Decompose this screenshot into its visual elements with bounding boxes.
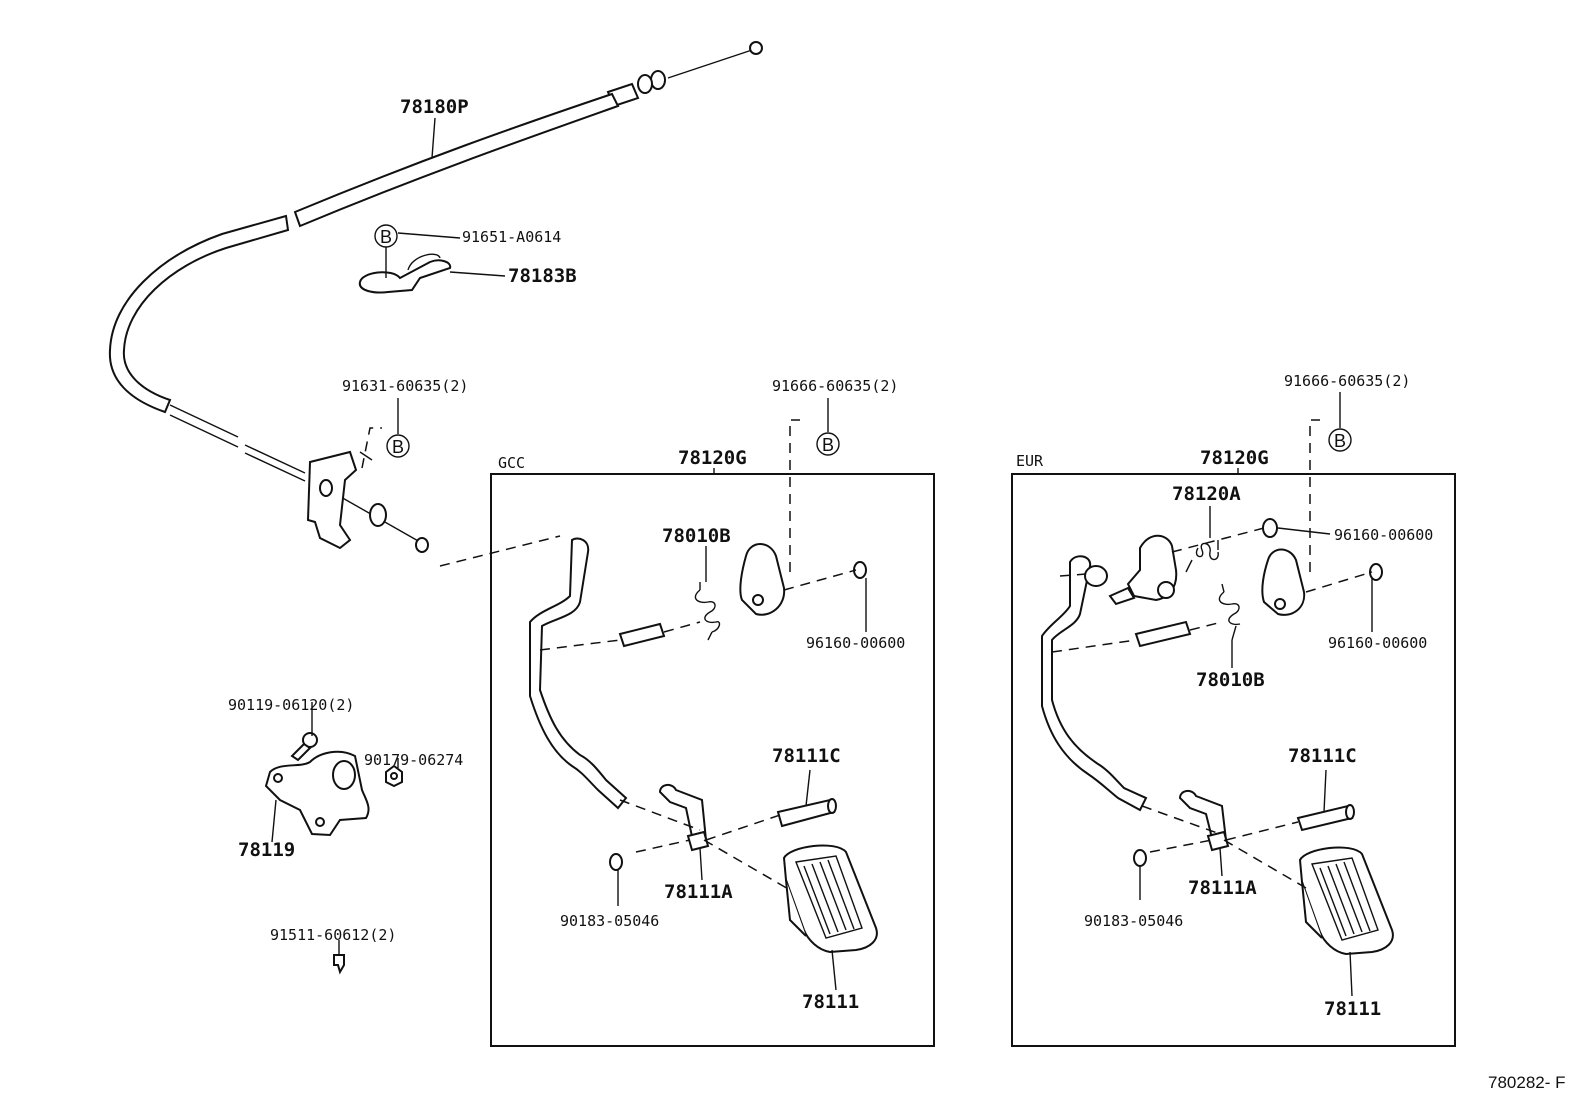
- label-eur-damper[interactable]: 78120A: [1172, 483, 1241, 505]
- label-eur-lever[interactable]: 78111A: [1188, 877, 1257, 899]
- eur-stopper[interactable]: [1261, 548, 1306, 616]
- label-gcc-bush[interactable]: 90183-05046: [560, 912, 659, 930]
- svg-text:B: B: [392, 437, 404, 457]
- label-eur-spring[interactable]: 78010B: [1196, 669, 1265, 691]
- gcc-pin[interactable]: [776, 798, 837, 828]
- b-marker: B: [816, 432, 840, 456]
- label-gcc-spring[interactable]: 78010B: [662, 525, 731, 547]
- b-marker: B: [386, 434, 410, 458]
- pedal-bracket[interactable]: [264, 750, 370, 837]
- label-bolt-eur[interactable]: 91666-60635(2): [1284, 372, 1410, 390]
- label-clip-screw[interactable]: 91651-A0614: [462, 228, 561, 246]
- label-cable-clamp[interactable]: 78183B: [508, 265, 577, 287]
- eur-pedal-arm[interactable]: [1041, 555, 1148, 812]
- label-bracket-nut[interactable]: 90179-06274: [364, 751, 463, 769]
- accelerator-cable[interactable]: [108, 41, 763, 553]
- gcc-lever[interactable]: [658, 784, 710, 852]
- gcc-spring[interactable]: [694, 582, 721, 641]
- eur-damper[interactable]: [1084, 534, 1178, 606]
- svg-text:B: B: [380, 227, 392, 247]
- label-bolt-gcc[interactable]: 91666-60635(2): [772, 377, 898, 395]
- label-gcc-pedal[interactable]: 78111: [802, 991, 859, 1013]
- clip[interactable]: [333, 940, 345, 975]
- label-eur-pedal[interactable]: 78111: [1324, 998, 1381, 1020]
- eur-spring[interactable]: [1218, 583, 1241, 641]
- eur-nut-top[interactable]: [1262, 518, 1278, 538]
- region-gcc: GCC: [498, 454, 525, 472]
- label-eur-bush[interactable]: 90183-05046: [1084, 912, 1183, 930]
- eur-damper-spring[interactable]: [1185, 540, 1219, 573]
- label-gcc-lever[interactable]: 78111A: [664, 881, 733, 903]
- gcc-pivot-pin[interactable]: [618, 622, 666, 648]
- label-bracket[interactable]: 78119: [238, 839, 295, 861]
- label-gcc-assy[interactable]: 78120G: [678, 447, 747, 469]
- label-eur-pin[interactable]: 78111C: [1288, 745, 1357, 767]
- eur-pedal-pad[interactable]: [1298, 846, 1394, 956]
- gcc-stopper[interactable]: [739, 543, 786, 616]
- eur-nut-bottom[interactable]: [1369, 563, 1383, 581]
- gcc-assembly-box: [490, 473, 935, 1047]
- cable-bracket[interactable]: [306, 450, 373, 550]
- eur-bush[interactable]: [1133, 849, 1147, 867]
- drawing-number: 780282- F: [1488, 1073, 1566, 1092]
- gcc-pedal-arm[interactable]: [529, 537, 628, 810]
- b-marker: B: [374, 224, 398, 248]
- label-bolt-left[interactable]: 91631-60635(2): [342, 377, 468, 395]
- bracket-screw[interactable]: [290, 732, 318, 762]
- svg-text:B: B: [822, 435, 834, 455]
- label-clip[interactable]: 91511-60612(2): [270, 926, 396, 944]
- label-gcc-nut[interactable]: 96160-00600: [806, 634, 905, 652]
- region-eur: EUR: [1016, 452, 1044, 470]
- label-eur-assy[interactable]: 78120G: [1200, 447, 1269, 469]
- eur-pin[interactable]: [1296, 804, 1355, 832]
- gcc-pedal-pad[interactable]: [782, 844, 878, 954]
- label-eur-nut-bottom[interactable]: 96160-00600: [1328, 634, 1427, 652]
- label-eur-nut-top[interactable]: 96160-00600: [1334, 526, 1433, 544]
- label-gcc-pin[interactable]: 78111C: [772, 745, 841, 767]
- svg-text:B: B: [1334, 431, 1346, 451]
- cable-clamp[interactable]: [358, 253, 452, 294]
- bracket-nut[interactable]: [385, 764, 403, 788]
- b-marker: B: [1328, 428, 1352, 452]
- label-cable[interactable]: 78180P: [400, 96, 469, 118]
- eur-assembly-box: [1011, 473, 1456, 1047]
- gcc-bush[interactable]: [609, 853, 623, 871]
- label-bracket-screw[interactable]: 90119-06120(2): [228, 696, 354, 714]
- eur-pivot-pin[interactable]: [1134, 620, 1192, 648]
